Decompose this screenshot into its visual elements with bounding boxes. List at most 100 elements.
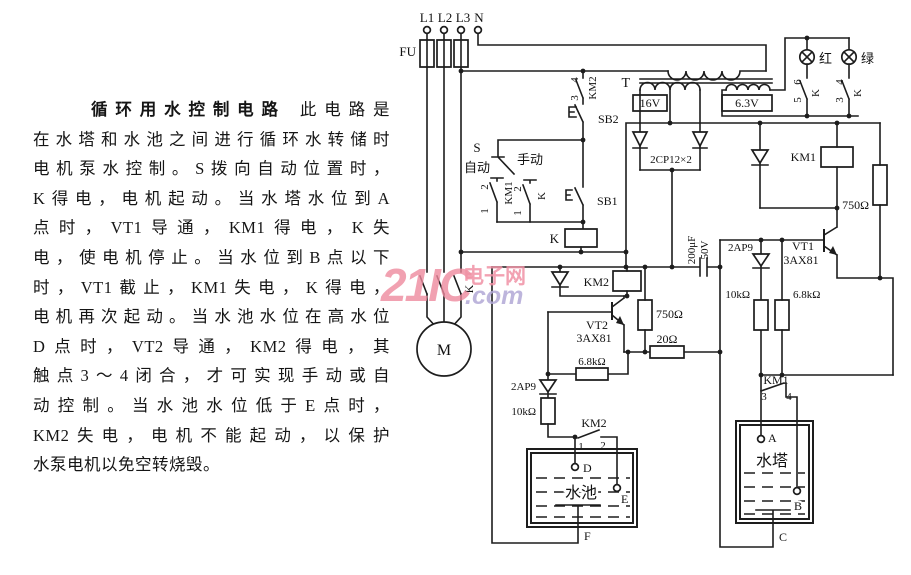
selector-s [492,140,583,174]
sb2-label: SB2 [598,112,619,126]
km1-sel-1: 1 [479,208,491,214]
terminal-n [475,27,482,34]
sb1-label: SB1 [597,194,618,208]
km1-sel-2: 2 [479,184,491,190]
resistor-750-2 [638,300,652,330]
dc-top-rail [626,123,880,267]
terminal-l1 [424,27,431,34]
k-sel-label: K [536,192,548,200]
green-lamp-x [844,52,854,62]
auto-label: 自动 [464,160,490,175]
resistor-68k-2-label: 6.8kΩ [578,356,605,368]
manual-label: 手动 [517,152,543,167]
bias1-diode-wires [753,240,769,436]
km1-driver: KM1 750Ω VT1 3AX81 2AP9 10kΩ 6.8kΩ [720,123,893,547]
power-input: L1 L2 L3 N FU [399,10,766,272]
circuit-title: 循环用水控制电路 [91,100,286,119]
vt1-emitter-arrow [829,246,837,255]
description-line: D点时，VT2导通，KM2得电，其 [33,336,390,356]
k-lamp2-label: K [852,89,864,97]
terminal-l2-label: L2 [438,10,452,25]
lamp-indicators: 红 绿 6 5 K 4 3 K [722,38,874,116]
km1-contact-label: KM1 [763,373,788,387]
km1-coil [821,147,853,167]
sb2-button-icon [569,107,576,117]
resistor-10k-2-label: 10kΩ [511,406,536,418]
cap-voltage-label: 50V [699,240,711,259]
rectifier-diodes-label: 2CP12×2 [650,154,692,166]
km2-aux-and-sb2 [575,71,583,140]
motor-branch: K M [417,276,476,376]
terminal-l1-label: L1 [420,10,434,25]
vt1-type-label: 3AX81 [783,253,818,267]
k-lamp2-4: 4 [834,79,846,85]
bias2-2ap9-diode [538,379,558,394]
km2-contact-2: 2 [600,440,606,452]
k-lamp1-6: 6 [792,79,804,85]
green-lamp-label: 绿 [861,51,874,66]
description-line: 动控制。当水池水位低于E点时， [33,395,390,415]
pool-water [536,478,630,517]
resistor-750-1 [873,165,887,205]
electrode-c-label: C [779,530,787,544]
description-line: K得电，电机起动。当水塔水位到A [33,188,390,208]
resistor-68k-1-label: 6.8kΩ [793,289,820,301]
km1-contact-wires [761,383,797,487]
terminal-l3-label: L3 [456,10,470,25]
km1-selector-contact [490,178,503,222]
k-sel-1: 1 [512,210,524,216]
resistor-68k-2 [576,368,608,380]
electrode-a-label: A [768,431,777,445]
rectifier-diode-2 [691,131,709,148]
transformer-label: T [621,76,630,91]
vt2-label: VT2 [586,318,608,332]
rectifier-diode-2-bar [693,146,707,170]
description-line: 点时，VT1导通，KM1得电，K失 [33,218,390,238]
tower-tank: 水塔 A B C [736,421,813,546]
km1-contact-3: 3 [761,391,767,403]
km1-coil-label: KM1 [791,150,816,164]
motor-circle [417,322,471,376]
pool-common-wire [492,267,600,543]
electrode-f-label: F [584,529,591,543]
tower-outer-wall [736,421,813,523]
vt1-label: VT1 [792,239,814,253]
rectifier: 2CP12×2 200μF 50V [492,123,880,276]
dc-minus-line-and-cap [492,258,720,276]
electrode-d [572,464,579,471]
bias2-top-wires [548,312,628,374]
mid-rail-and-c-electrode [720,240,790,547]
km2-aux-4: 4 [569,77,581,83]
cap-value-label: 200μF [686,236,698,265]
km1-contact-4: 4 [786,391,792,403]
terminal-l2 [441,27,448,34]
resistor-20-label: 20Ω [657,332,678,346]
k-selfhold-contact [523,180,536,222]
km1-coil-wires [760,123,837,208]
description-line: 在水塔和水池之间进行循环水转储时 [33,129,390,149]
k-lamp1-5: 5 [792,97,804,103]
vt2-wires [548,296,624,352]
tower-label: 水塔 [756,452,788,470]
electrode-b-label: B [794,499,802,513]
km2-driver: KM2 VT2 3AX81 750Ω 20Ω 6.8kΩ 2AP9 10kΩ K… [511,267,720,484]
resistor-10k-1 [754,300,768,330]
resistor-68k-1 [775,300,789,330]
lamp-k-contacts [800,64,849,116]
description-line: 电，使电机停止。当水位到B点以下 [33,247,390,267]
description-line: 触点3～4闭合，才可实现手动或自 [33,366,390,386]
pool-inner-wall [531,453,633,523]
description-text: 循环用水控制电路此电路是 在水塔和水池之间进行循环水转储时 电机泵水控制。S拨向… [33,95,390,480]
resistor-20 [650,346,684,358]
km2-coil [613,271,641,291]
motor-label: M [437,342,451,359]
lamp-circuit-wires [722,38,858,116]
bias1-2ap9-diode [751,253,771,268]
electrode-b [794,488,801,495]
pool-label: 水池 [565,484,597,502]
resistor-10k-2 [541,398,555,424]
k-coil [565,229,597,247]
resistor-750-2-label: 750Ω [656,307,683,321]
km1-flyback-diode [750,149,770,165]
electrode-a [758,436,765,443]
